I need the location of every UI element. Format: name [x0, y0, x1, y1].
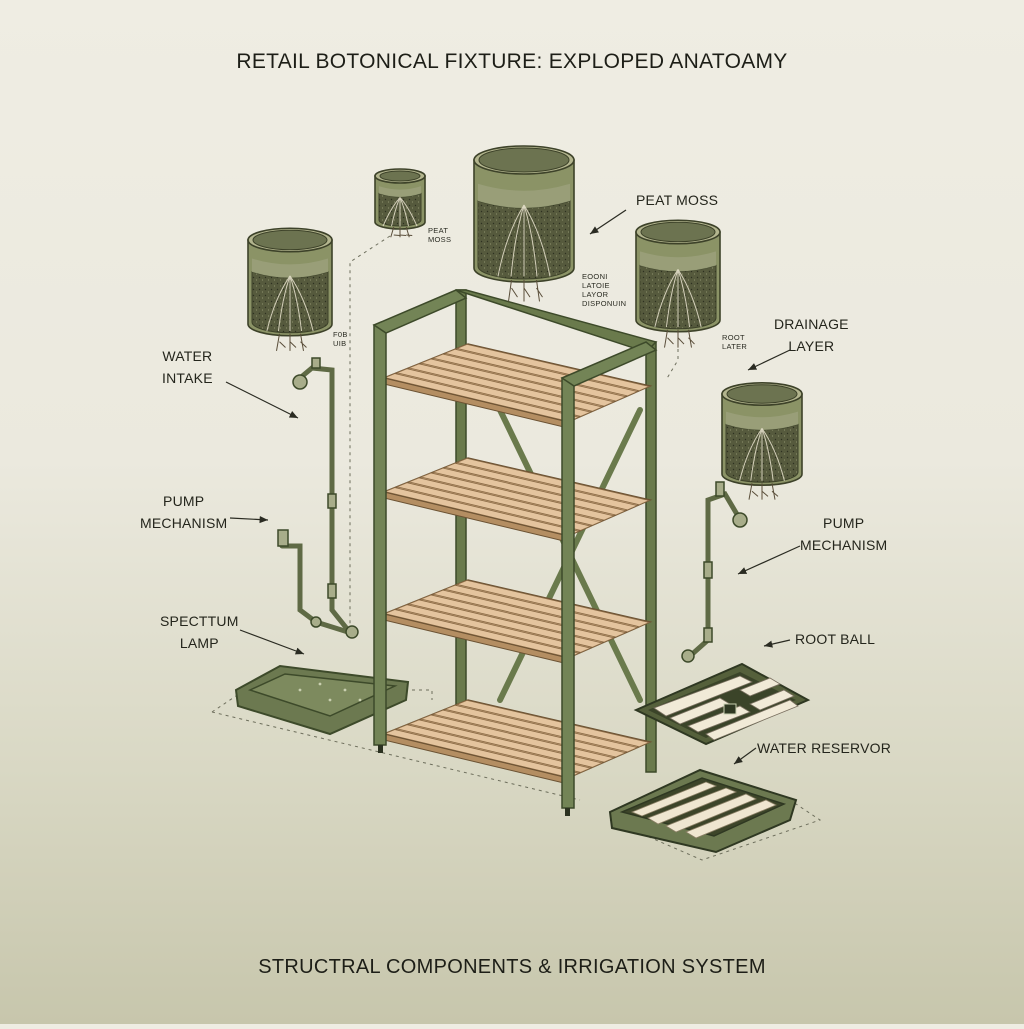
label-peat-moss: PEAT MOSS: [636, 192, 719, 208]
label-spectrum-lamp: SPECTTUM LAMP: [160, 613, 239, 651]
page-subtitle: STRUCTRAL COMPONENTS & IRRIGATION SYSTEM: [258, 956, 766, 978]
left-tray: [234, 664, 410, 736]
shelf-slat: [395, 368, 592, 417]
shelf-slat: [383, 609, 580, 658]
shelf-slat: [395, 482, 592, 531]
page-title: RETAIL BOTONICAL FIXTURE: EXPLOPED ANATO…: [236, 50, 788, 73]
shelf-slat: [383, 487, 580, 536]
tiny-label-right-pot: ROOT LATER: [722, 333, 748, 351]
shelf-slat: [407, 599, 604, 648]
label-root-ball: ROOT BALL: [795, 631, 876, 647]
label-pump-mechanism-right: PUMP MECHANISM: [800, 515, 888, 553]
callout-arrows: [225, 209, 801, 765]
shelf-slat: [431, 467, 627, 516]
tiny-label-left-pot: F0B UIB: [333, 330, 348, 348]
shelf-slat: [383, 729, 580, 778]
shelving-frame: [372, 289, 658, 816]
label-drainage-layer: DRAINAGE LAYER: [774, 316, 849, 354]
pot-left: [247, 227, 333, 351]
shelves: [381, 343, 653, 785]
pot-small: [374, 168, 426, 238]
tiny-label-center-pot: EOONI LATOIE LAYOR DISPONUIN: [582, 272, 627, 308]
pot-center: [473, 145, 575, 302]
right-irrigation: [687, 490, 741, 659]
pots: [247, 145, 803, 500]
shelf-slat: [431, 709, 627, 758]
right-pipe-fittings: [681, 481, 748, 663]
left-irrigation: [279, 365, 351, 635]
shelf-2: [381, 457, 653, 543]
shelf-slat: [407, 363, 604, 412]
shelf-slat: [407, 477, 604, 526]
label-water-intake: WATER INTAKE: [162, 348, 213, 386]
shelf-slat: [395, 724, 592, 773]
tiny-label-small-pot: PEAT MOSS: [428, 226, 452, 244]
left-pipe-fittings: [277, 357, 359, 639]
label-pump-mechanism-left: PUMP MECHANISM: [140, 493, 228, 531]
shelf-slat: [383, 373, 580, 422]
shelf-slat: [455, 579, 651, 628]
shelf-slat: [431, 589, 627, 638]
led-panel: [633, 662, 811, 746]
shelf-slat: [407, 719, 604, 768]
label-water-reservoir: WATER RESERVOR: [757, 740, 892, 756]
shelf-slat: [395, 604, 592, 653]
shelf-4: [381, 699, 653, 785]
shelf-3: [381, 579, 653, 665]
shelf-slat: [431, 353, 627, 402]
shelf-slat: [455, 699, 651, 748]
pot-right: [635, 219, 721, 348]
pot-lower-right: [721, 381, 803, 500]
shelf-slat: [455, 457, 651, 506]
grow-tray: [608, 768, 798, 854]
